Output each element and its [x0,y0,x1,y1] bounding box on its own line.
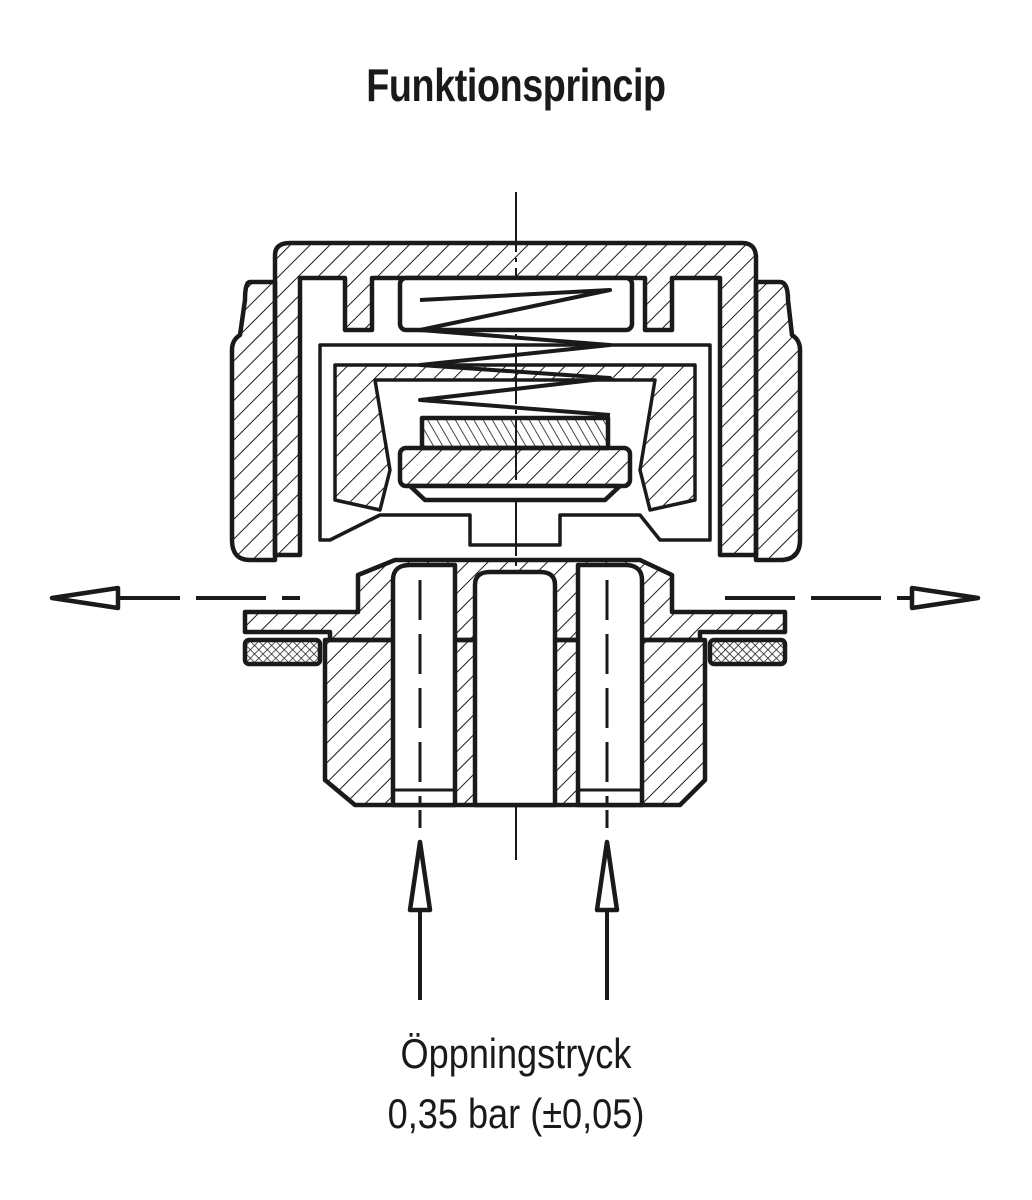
left-sleeve [229,279,278,563]
right-sleeve [753,279,803,563]
opening-pressure-label: Öppningstryck [400,1030,632,1077]
left-up-arrowhead-icon [407,839,433,913]
diagram-title: Funktionsprincip [366,59,666,111]
left-seal [242,637,323,667]
right-up-arrowhead-icon [594,839,620,913]
left-channel [390,562,458,808]
right-arrowhead-icon [909,585,981,611]
center-bore [472,569,558,808]
valve-disc-top [419,415,611,451]
cap [272,240,759,558]
inner-housing [318,343,712,547]
opening-pressure-value: 0,35 bar (±0,05) [387,1090,645,1137]
right-channel [575,562,645,808]
spring-seat [397,275,635,333]
valve-disc [397,445,633,489]
right-seal [707,637,788,667]
spring-icon [418,288,612,417]
left-arrowhead-icon [49,585,121,611]
